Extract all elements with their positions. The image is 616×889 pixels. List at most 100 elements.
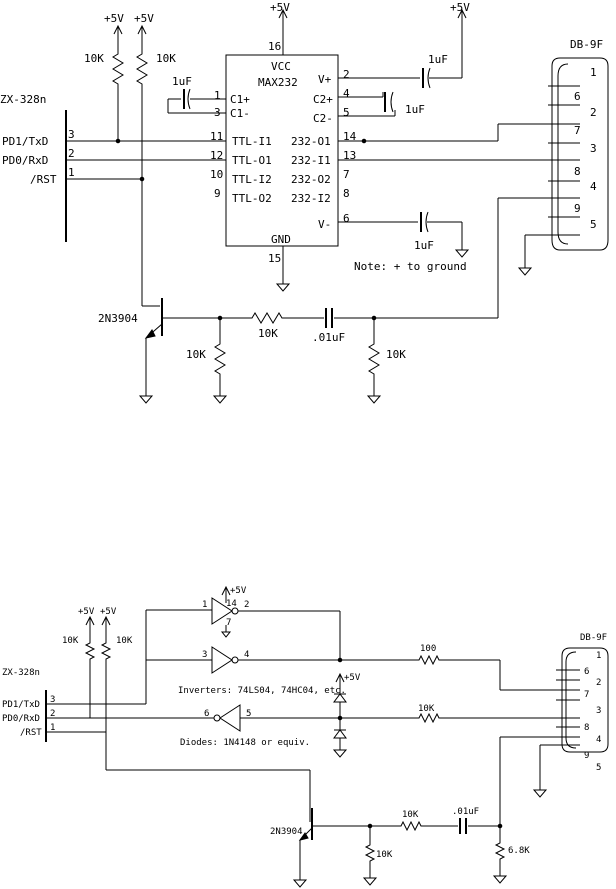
chip-ttli1: TTL-I1 xyxy=(232,135,272,148)
top-db9-pin-3: 3 xyxy=(590,142,597,155)
cap-note: Note: + to ground xyxy=(354,260,467,273)
pin-13: 13 xyxy=(343,149,356,162)
cap-c1-label: 1uF xyxy=(172,75,192,88)
top-db9-pin-6: 6 xyxy=(574,90,581,103)
bottom-pin-1: 1 xyxy=(50,723,55,733)
bottom-rbase-label: 10K xyxy=(402,810,419,820)
pin-1: 1 xyxy=(214,89,221,102)
pin-5: 5 xyxy=(343,106,350,119)
bottom-db9-pin-8: 8 xyxy=(584,723,589,733)
diode-2 xyxy=(333,729,347,739)
pin-4: 4 xyxy=(343,87,350,100)
top-db9-pin-9: 9 xyxy=(574,202,581,215)
bottom-db9-connector xyxy=(561,647,609,753)
bottom-ccoupling-label: .01uF xyxy=(452,807,479,817)
top-db9-pin-4: 4 xyxy=(590,180,597,193)
bottom-db9-pin-2: 2 xyxy=(596,678,601,688)
pin-10: 10 xyxy=(210,168,223,181)
top-pin-1: 1 xyxy=(68,166,75,179)
inverter-3 xyxy=(219,704,241,732)
chip-gnd-label: GND xyxy=(271,233,291,246)
top-db9-pin-8: 8 xyxy=(574,165,581,178)
bottom-db9-pin-1: 1 xyxy=(596,651,601,661)
top-rpull-b-label: 10K xyxy=(156,52,176,65)
cap-vcc-supply: +5V xyxy=(450,1,470,14)
top-ccoupling-label: .01uF xyxy=(312,331,345,344)
top-transistor-label: 2N3904 xyxy=(98,312,138,325)
bottom-db9-pin-6: 6 xyxy=(584,667,589,677)
bottom-rbase xyxy=(398,820,424,832)
bottom-diodes-note: Diodes: 1N4148 or equiv. xyxy=(180,738,310,748)
chip-vcc-label: VCC xyxy=(271,60,291,73)
top-db9-label: DB-9F xyxy=(570,38,603,51)
pin-2: 2 xyxy=(343,68,350,81)
max232-chip xyxy=(225,54,339,247)
chip-ttlo2: TTL-O2 xyxy=(232,192,272,205)
top-rbottom1-label: 10K xyxy=(186,348,206,361)
bottom-rout-label: 6.8K xyxy=(508,846,530,856)
bottom-remit-label: 10K xyxy=(376,850,393,860)
bottom-r100-label: 100 xyxy=(420,644,436,654)
cap-c2-label: 1uF xyxy=(405,103,425,116)
bottom-diode-vcc: +5V xyxy=(344,673,361,683)
top-db9-connector xyxy=(551,57,609,251)
chip-rs-i1: 232-I1 xyxy=(291,154,331,167)
bottom-inv-vcc: +5V xyxy=(230,586,247,596)
chip-c1m: C1- xyxy=(230,107,250,120)
bottom-inv-p14: 14 xyxy=(226,599,237,609)
bottom-db9-pin-9: 9 xyxy=(584,751,589,761)
top-db9-pin-2: 2 xyxy=(590,106,597,119)
bottom-schematic: ZX-328n PD1/TxD PD0/RxD /RST 3 2 1 +5V +… xyxy=(2,586,609,888)
bottom-inv-p3: 3 xyxy=(202,650,207,660)
bottom-vcc-a: +5V xyxy=(78,607,95,617)
bottom-inverters-note: Inverters: 74LS04, 74HC04, etc. xyxy=(178,686,346,696)
chip-c1p: C1+ xyxy=(230,93,250,106)
top-db9-pin-1: 1 xyxy=(590,66,597,79)
chip-vp: V+ xyxy=(318,73,332,86)
top-sig-rst: /RST xyxy=(30,173,57,186)
bottom-db9-pin-7: 7 xyxy=(584,690,589,700)
bottom-db9-label: DB-9F xyxy=(580,633,607,643)
top-vcc-a: +5V xyxy=(104,12,124,25)
bottom-inv-p5: 5 xyxy=(246,709,251,719)
top-rbase-label: 10K xyxy=(258,327,278,340)
bottom-inv-p2: 2 xyxy=(244,600,249,610)
bottom-sig-rxd: PD0/RxD xyxy=(2,714,40,724)
pin-16: 16 xyxy=(268,40,281,53)
bottom-inv-p6: 6 xyxy=(204,709,209,719)
bottom-db9-pin-4: 4 xyxy=(596,735,601,745)
bottom-sig-txd: PD1/TxD xyxy=(2,700,40,710)
bottom-rout xyxy=(494,840,506,864)
bottom-db9-pin-5: 5 xyxy=(596,763,601,773)
inverter-2 xyxy=(211,646,233,674)
top-db9-pin-5: 5 xyxy=(590,218,597,231)
chip-ttlo1: TTL-O1 xyxy=(232,154,272,167)
bottom-rpull-b-label: 10K xyxy=(116,636,133,646)
top-db9-pin-7: 7 xyxy=(574,124,581,137)
top-pullup-a xyxy=(112,47,124,91)
bottom-sig-rst: /RST xyxy=(20,728,42,738)
chip-rs-o2: 232-O2 xyxy=(291,173,331,186)
chip-vcc-supply: +5V xyxy=(270,1,290,14)
bottom-rpull-a-label: 10K xyxy=(62,636,79,646)
bottom-vcc-b: +5V xyxy=(100,607,117,617)
chip-c2p: C2+ xyxy=(313,93,333,106)
bottom-inv-p4: 4 xyxy=(244,650,249,660)
top-rpull-a-label: 10K xyxy=(84,52,104,65)
bottom-pin-3: 3 xyxy=(50,695,55,705)
top-pin-2: 2 xyxy=(68,147,75,160)
top-pin-3: 3 xyxy=(68,128,75,141)
top-sig-txd: PD1/TxD xyxy=(2,135,48,148)
cap-vp-label: 1uF xyxy=(428,53,448,66)
top-bottom-resistor-1 xyxy=(214,337,226,381)
bottom-r10k-label: 10K xyxy=(418,704,435,714)
chip-rs-o1: 232-O1 xyxy=(291,135,331,148)
pin-14: 14 xyxy=(343,130,357,143)
bottom-r10k xyxy=(416,712,442,724)
pin-9: 9 xyxy=(214,187,221,200)
bottom-remit xyxy=(364,842,376,866)
chip-rs-i2: 232-I2 xyxy=(291,192,331,205)
pin-12: 12 xyxy=(210,149,223,162)
pin-6: 6 xyxy=(343,212,350,225)
